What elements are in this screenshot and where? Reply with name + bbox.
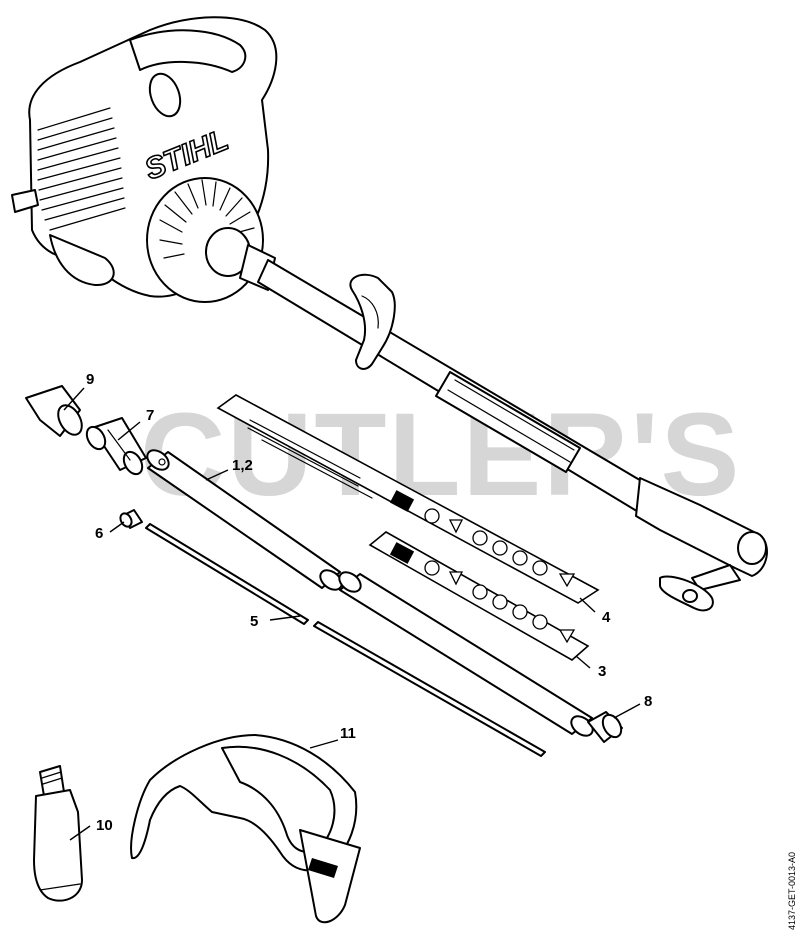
callout-9: 9 [86,371,94,388]
callout-5: 5 [250,613,258,630]
cooling-fins [37,107,126,231]
assembled-shaft [257,259,768,612]
callout-1-2: 1,2 [232,457,253,474]
fan-fins [159,179,255,259]
callout-7: 7 [146,407,154,424]
callout-11: 11 [340,725,356,742]
part-8-plug [587,711,623,743]
part-6-nut [119,509,143,529]
decal-4 [216,394,600,604]
callout-3: 3 [598,663,606,680]
drive-tube-lower [338,571,594,737]
leader-lines [63,387,641,841]
part-7-bushing [85,417,147,476]
callout-10: 10 [96,817,113,834]
part-11-safety-glasses [130,734,361,924]
callout-4: 4 [602,609,611,626]
callouts: 9 7 1,2 6 5 4 3 8 10 11 [86,371,652,834]
callout-8: 8 [644,693,652,710]
part-9-cap [25,385,83,437]
powerhead: STIHL [11,16,278,303]
document-id: 4137-GET-0013-A0 [787,852,797,930]
callout-6: 6 [95,525,103,542]
part-10-grease-tube [33,765,83,902]
part-5-drive-shaft [145,523,546,757]
decal-3 [368,531,590,661]
part-1-2-drive-tube-upper [146,449,343,591]
